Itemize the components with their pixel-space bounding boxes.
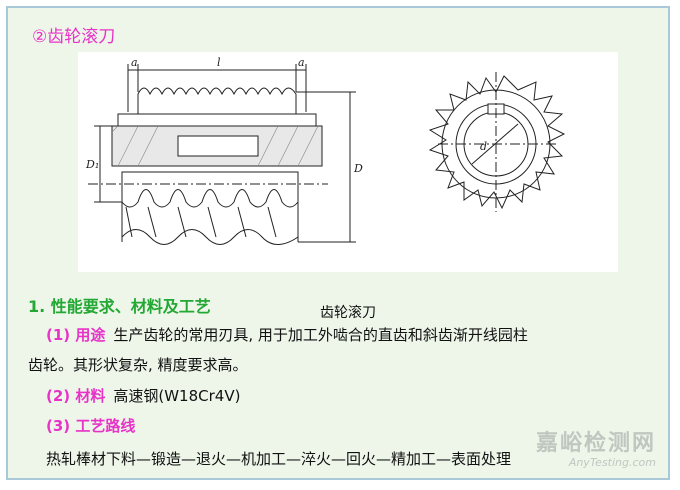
watermark-cn: 嘉峪检测网 [535,431,656,456]
dim-label-d1: D₁ [85,158,99,171]
hob-drawing: a l a D₁ D d [85,56,566,245]
figure-caption: 齿轮滚刀 [320,305,376,321]
process-label: (3) 工艺路线 [46,417,136,435]
dim-label-l: l [217,56,221,69]
hob-side-view [88,64,356,245]
watermark: 嘉峪检测网 AnyTesting.com [535,431,656,469]
watermark-en: AnyTesting.com [568,456,656,469]
slide: ②齿轮滚刀 [6,6,670,480]
dim-label-bore-d: d [480,140,487,153]
dim-label-a-right: a [298,56,305,69]
process-heading-line: (3) 工艺路线 [46,415,143,436]
usage-label: (1) 用途 [46,326,106,344]
material-line: (2) 材料高速钢(W18Cr4V) [46,385,240,406]
usage-text-cont: 齿轮。其形状复杂, 精度要求高。 [28,356,248,374]
slide-title: ②齿轮滚刀 [32,27,116,47]
usage-line-cont: 齿轮。其形状复杂, 精度要求高。 [28,354,248,375]
section-heading: 1. 性能要求、材料及工艺 [28,297,211,316]
dim-label-a-left: a [131,56,138,69]
hob-figure: a l a D₁ D d 齿轮滚刀 [78,52,618,321]
usage-line: (1) 用途生产齿轮的常用刃具, 用于加工外啮合的直齿和斜齿渐开线园柱 [46,324,528,345]
material-label: (2) 材料 [46,387,106,405]
usage-text: 生产齿轮的常用刃具, 用于加工外啮合的直齿和斜齿渐开线园柱 [113,326,528,344]
hob-front-view [428,72,566,212]
process-route: 热轧棒材下料—锻造—退火—机加工—淬火—回火—精加工—表面处理 [46,450,512,468]
material-text: 高速钢(W18Cr4V) [113,387,241,405]
dim-label-d: D [353,162,363,175]
